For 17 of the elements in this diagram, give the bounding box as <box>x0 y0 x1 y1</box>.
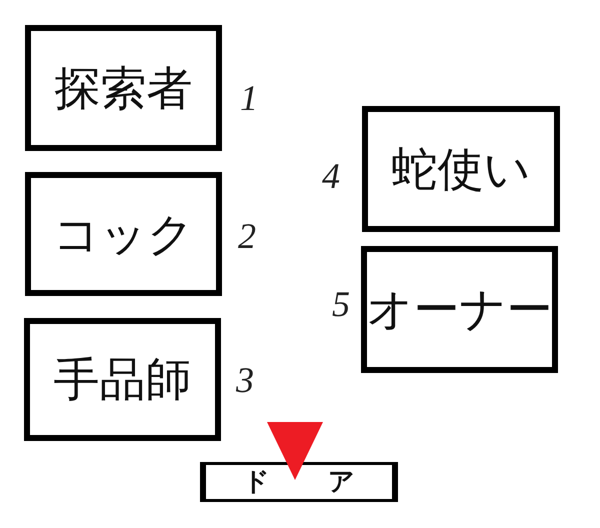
role-label: コック <box>53 208 194 260</box>
role-box <box>24 318 221 441</box>
role-box <box>361 246 558 373</box>
role-box <box>25 172 222 296</box>
position-number: 3 <box>236 362 254 398</box>
position-number: 1 <box>240 80 258 116</box>
position-number: 2 <box>238 218 256 254</box>
door-label: ドア <box>243 468 413 496</box>
role-label: 蛇使い <box>392 144 530 194</box>
role-label: 探索者 <box>54 62 192 114</box>
position-number: 5 <box>332 286 350 322</box>
position-number: 4 <box>322 158 340 194</box>
role-box <box>362 106 560 232</box>
role-label: オーナー <box>366 284 552 335</box>
role-label: 手品師 <box>54 354 192 405</box>
role-box <box>25 25 222 151</box>
door-box <box>200 462 398 502</box>
